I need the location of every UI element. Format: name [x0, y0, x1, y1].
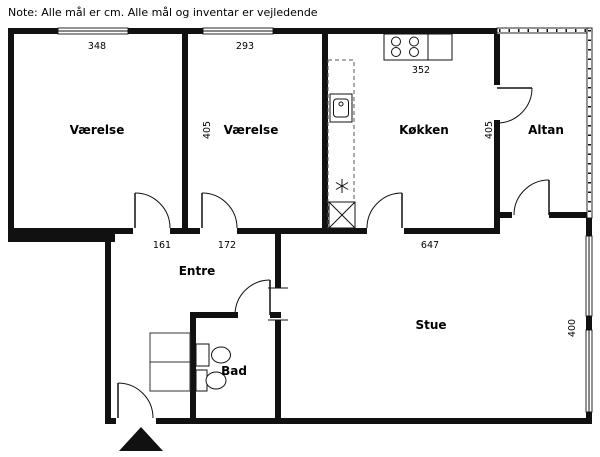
balcony-railing-top-icon — [496, 27, 593, 34]
room-label-entre: Entre — [179, 264, 216, 278]
doors — [117, 87, 550, 419]
dimension-vaerelse2-width: 293 — [236, 41, 254, 52]
dimension-koekken-width: 352 — [412, 65, 430, 76]
stove-icon — [383, 33, 453, 61]
room-label-bad: Bad — [221, 364, 247, 378]
dimension-rooms-depth-left: 405 — [202, 121, 213, 139]
room-label-vaerelse1: Værelse — [70, 123, 125, 137]
wardrobe-icon — [149, 332, 191, 392]
window-icon-vaerelse1 — [57, 27, 129, 35]
extractor-symbol-icon — [335, 179, 349, 193]
door-icon-vaerelse1 — [134, 192, 171, 229]
door-icon-altan-stue — [513, 179, 550, 216]
entrance-arrow-icon — [119, 427, 163, 451]
door-icon-koekken-altan — [496, 87, 533, 124]
appliance-icon — [328, 201, 356, 229]
door-icon-entrance — [117, 382, 154, 419]
kitchen-sink-icon — [329, 93, 353, 123]
window-icon-vaerelse2 — [202, 27, 274, 35]
windows — [57, 27, 593, 413]
passage-frame-entre-stue — [268, 287, 288, 321]
door-icon-vaerelse2 — [201, 192, 238, 229]
room-label-altan: Altan — [528, 123, 564, 137]
door-icon-bad — [234, 279, 271, 316]
room-label-vaerelse2: Værelse — [224, 123, 279, 137]
note-text: Note: Alle mål er cm. Alle mål og invent… — [8, 6, 318, 19]
bathroom-sink-icon — [195, 369, 227, 392]
toilet-icon — [195, 343, 231, 367]
room-label-koekken: Køkken — [399, 123, 449, 137]
dimension-entre-right: 172 — [218, 240, 236, 251]
bathroom-fixtures — [195, 343, 231, 392]
walls — [8, 28, 592, 424]
dimension-entre-left: 161 — [153, 240, 171, 251]
window-icon-stue-lower — [585, 329, 593, 413]
balcony-railing-right-icon — [586, 27, 593, 219]
labels: Værelse Værelse Køkken Altan Entre Stue … — [70, 41, 578, 378]
window-icon-stue-upper — [585, 235, 593, 317]
dimension-vaerelse1-width: 348 — [88, 41, 106, 52]
dimension-rooms-depth-right: 405 — [484, 121, 495, 139]
dimension-stue-width: 647 — [421, 240, 439, 251]
kitchen-fixtures — [327, 33, 453, 229]
door-icon-koekken — [366, 192, 403, 229]
room-label-stue: Stue — [415, 318, 446, 332]
dimension-stue-depth: 400 — [567, 319, 578, 337]
